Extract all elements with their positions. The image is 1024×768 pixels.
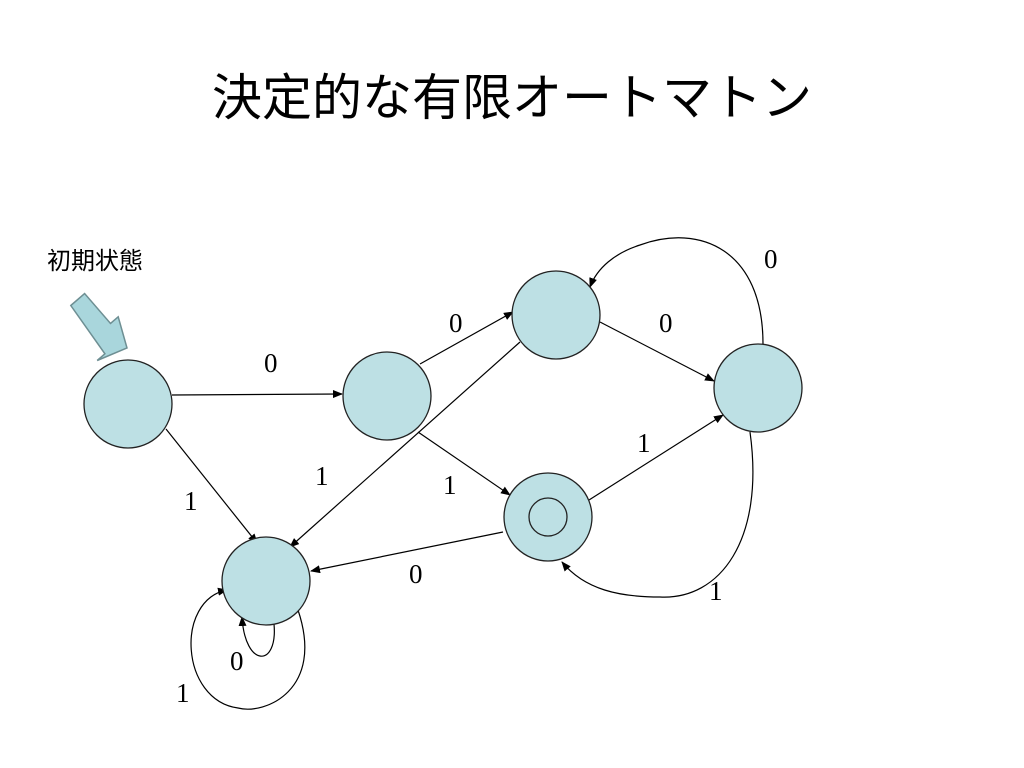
label-q5-q4: 1 — [709, 576, 723, 606]
transition-q5-q4 — [561, 431, 754, 598]
slide-title: 決定的な有限オートマトン — [212, 69, 812, 127]
start-arrow-icon — [69, 292, 128, 362]
transition-q5-q2 — [589, 237, 764, 345]
transition-q0-q3 — [165, 428, 258, 544]
label-q1-q2: 0 — [449, 308, 463, 338]
state-q4-accept-ring — [528, 497, 568, 537]
transition-q0-q1 — [171, 390, 343, 399]
transition-q2-q5 — [599, 321, 715, 382]
self-loop-q3-outer — [190, 587, 306, 710]
label-q1-q4: 1 — [443, 470, 457, 500]
state-q0 — [83, 359, 173, 449]
label-q0-q1: 0 — [264, 348, 278, 378]
self-loop-q3-inner — [238, 616, 275, 657]
transition-q2-q3 — [289, 341, 521, 548]
label-q2-q3: 1 — [315, 461, 329, 491]
label-q4-q3: 0 — [409, 559, 423, 589]
state-q5 — [713, 343, 803, 433]
label-q0-q3: 1 — [184, 486, 198, 516]
state-q3 — [221, 536, 311, 626]
state-q1 — [342, 351, 432, 441]
start-state-label: 初期状態 — [47, 247, 143, 275]
transition-q4-q3 — [310, 531, 504, 574]
state-q2 — [511, 270, 601, 360]
label-q4-q5: 1 — [637, 428, 651, 458]
transition-q4-q5 — [588, 414, 724, 501]
label-q5-q2: 0 — [764, 244, 778, 274]
label-q3-self-outer: 1 — [176, 678, 190, 708]
label-q2-q5: 0 — [659, 308, 673, 338]
transition-q1-q4 — [417, 431, 511, 496]
transition-q1-q2 — [419, 311, 514, 365]
label-q3-self-inner: 0 — [230, 646, 244, 676]
